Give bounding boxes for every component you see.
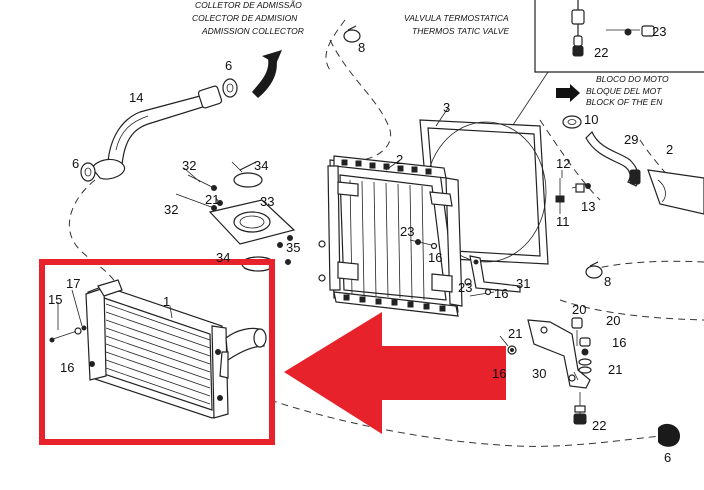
callout-numbers: 1 2 3 6 6 6 8 8 10 11 12 13 14 15 16 16 …: [48, 24, 673, 465]
clamp-8-right: [585, 261, 603, 279]
callout-6-bottom: 6: [664, 450, 671, 465]
callout-16-right: 16: [612, 335, 626, 350]
caption-admission-pt: COLLETOR DE ADMISSÃO: [195, 0, 302, 10]
callout-2: 2: [396, 152, 403, 167]
caption-valve-es: VALVULA TERMOSTATICA: [404, 13, 509, 23]
callout-35: 35: [286, 240, 300, 255]
callout-8-right: 8: [604, 274, 611, 289]
highlight-frame: [39, 259, 275, 445]
callout-21-right: 21: [608, 362, 622, 377]
callout-16-mid: 16: [428, 250, 442, 265]
callout-2-right: 2: [666, 142, 673, 157]
clamp-6-bottom: [658, 423, 680, 447]
hose-14: [91, 85, 223, 180]
callout-21-bracket: 21: [205, 192, 219, 207]
callout-16-low: 16: [492, 366, 506, 381]
callout-29: 29: [624, 132, 638, 147]
clamp-6-top: [222, 78, 238, 98]
callout-31: 31: [516, 276, 530, 291]
callout-34-top: 34: [254, 158, 268, 173]
bolts-11-12-13: [555, 178, 591, 214]
thermostat-detail-box: [469, 0, 704, 191]
bracket-30: [487, 317, 592, 425]
callout-22-top: 22: [594, 45, 608, 60]
bracket-31: [469, 255, 521, 297]
callout-6-left: 6: [72, 156, 79, 171]
callout-8-top: 8: [358, 40, 365, 55]
callout-30: 30: [532, 366, 546, 381]
callout-17: 17: [66, 276, 80, 291]
right-arrow-icon: [556, 84, 580, 102]
radiator-2: [318, 155, 472, 317]
intake-elbow-part: [252, 50, 282, 98]
hose-29: [585, 130, 704, 215]
leader-lines: [57, 107, 579, 381]
callout-1: 1: [163, 294, 170, 309]
callout-6-top: 6: [225, 58, 232, 73]
callout-14: 14: [129, 90, 143, 105]
callout-16-left: 16: [60, 360, 74, 375]
callout-23-mid: 23: [400, 224, 414, 239]
clamp-8-top: [343, 25, 361, 43]
callout-15: 15: [48, 292, 62, 307]
caption-admission-en: ADMISSION COLLECTOR: [201, 26, 304, 36]
caption-block-es: BLOQUE DEL MOT: [586, 86, 662, 96]
callout-20-right: 20: [606, 313, 620, 328]
callout-11: 11: [556, 214, 570, 229]
callout-13: 13: [581, 199, 595, 214]
callout-21-low: 21: [508, 326, 522, 341]
caption-admission-es: COLECTOR DE ADMISION: [192, 13, 298, 23]
bolt-23-mid: [409, 239, 438, 250]
callout-3: 3: [443, 100, 450, 115]
callout-10: 10: [584, 112, 598, 127]
clamp-10: [562, 115, 582, 129]
callout-22-bottom: 22: [592, 418, 606, 433]
caption-valve-en: THERMOS TATIC VALVE: [412, 26, 509, 36]
captions: COLLETOR DE ADMISSÃO COLECTOR DE ADMISIO…: [192, 0, 669, 107]
callout-23-top: 23: [652, 24, 666, 39]
callout-23-low: 23: [458, 280, 472, 295]
callout-34-bottom: 34: [216, 250, 230, 265]
bracket-assembly-33: [175, 161, 296, 272]
callout-32-left: 32: [164, 202, 178, 217]
callout-16-bracket: 16: [494, 286, 508, 301]
clamp-6-left: [80, 162, 96, 182]
left-arrow-icon: [284, 312, 506, 434]
callout-32-top: 32: [182, 158, 196, 173]
bolt-15-17: [49, 325, 87, 343]
callout-20-top: 20: [572, 302, 586, 317]
caption-block-en: BLOCK OF THE EN: [586, 97, 663, 107]
callout-33: 33: [260, 194, 274, 209]
intercooler-1: [85, 279, 267, 419]
caption-block-pt: BLOCO DO MOTO: [596, 74, 669, 84]
callout-12: 12: [556, 156, 570, 171]
